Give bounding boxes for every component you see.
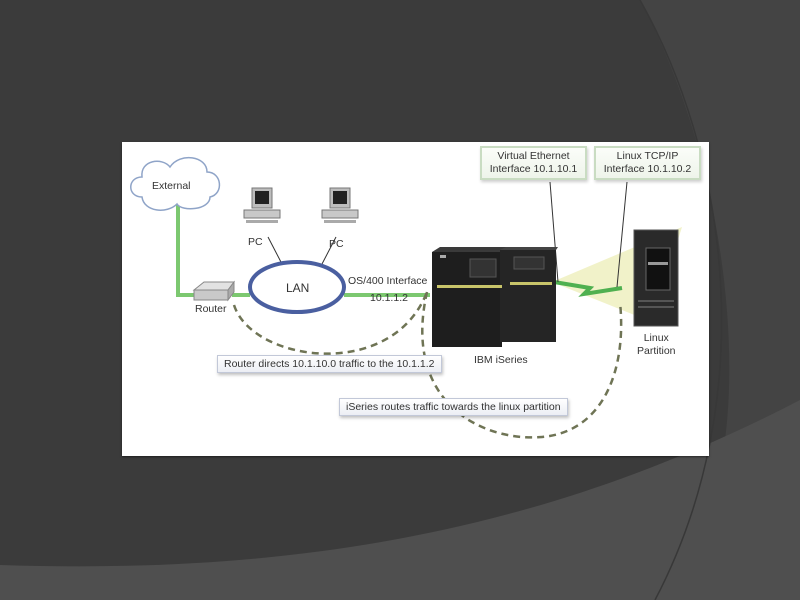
external-cloud-icon bbox=[130, 157, 221, 211]
virtual-ethernet-callout: Virtual Ethernet Interface 10.1.10.1 bbox=[480, 146, 587, 180]
diagram-graphics bbox=[130, 157, 682, 439]
pc-right-label: PC bbox=[329, 238, 344, 250]
lan-ring bbox=[248, 260, 346, 314]
virtual-ethernet-line1: Virtual Ethernet bbox=[497, 150, 570, 162]
background-arc-right bbox=[640, 0, 800, 470]
linux-label-line1: Linux bbox=[643, 332, 669, 344]
pc-right-icon bbox=[321, 187, 359, 223]
external-label: External bbox=[152, 180, 191, 192]
linux-label-line2: Partition bbox=[637, 345, 676, 357]
external-router-link bbox=[176, 202, 200, 297]
linux-tcpip-line1: Linux TCP/IP bbox=[616, 150, 679, 162]
iseries-label: IBM iSeries bbox=[474, 354, 528, 366]
background-arc-line bbox=[639, 0, 723, 600]
iseries-routes-note: iSeries routes traffic towards the linux… bbox=[339, 398, 568, 416]
router-label: Router bbox=[195, 303, 227, 315]
linux-tcpip-line2: Interface 10.1.10.2 bbox=[603, 163, 692, 175]
virtual-ethernet-line2: Interface 10.1.10.1 bbox=[489, 163, 578, 175]
virtual-ethernet-bolt bbox=[553, 280, 623, 297]
pc-left-label: PC bbox=[248, 236, 263, 248]
pc-left-link bbox=[267, 236, 283, 265]
router-directs-note: Router directs 10.1.10.0 traffic to the … bbox=[217, 355, 442, 373]
iseries-server-icon bbox=[432, 247, 558, 347]
pc-right-link bbox=[321, 236, 337, 265]
background-lower-band bbox=[0, 400, 800, 600]
os400-interface-label: OS/400 Interface bbox=[348, 275, 428, 287]
linux-tcpip-leader bbox=[616, 181, 628, 288]
lan-label: LAN bbox=[286, 281, 310, 295]
os400-interface-ip: 10.1.1.2 bbox=[370, 292, 408, 304]
router-icon bbox=[192, 280, 235, 302]
virtual-ethernet-leader bbox=[549, 181, 559, 283]
linux-partition-label: Linux Partition bbox=[637, 332, 676, 358]
linux-tcpip-callout: Linux TCP/IP Interface 10.1.10.2 bbox=[594, 146, 701, 180]
linux-partition-server-icon bbox=[633, 229, 679, 327]
network-diagram: External PC PC LAN Router OS/400 Interfa… bbox=[122, 142, 709, 456]
pc-left-icon bbox=[243, 187, 281, 223]
router-traffic-arc bbox=[232, 291, 429, 355]
